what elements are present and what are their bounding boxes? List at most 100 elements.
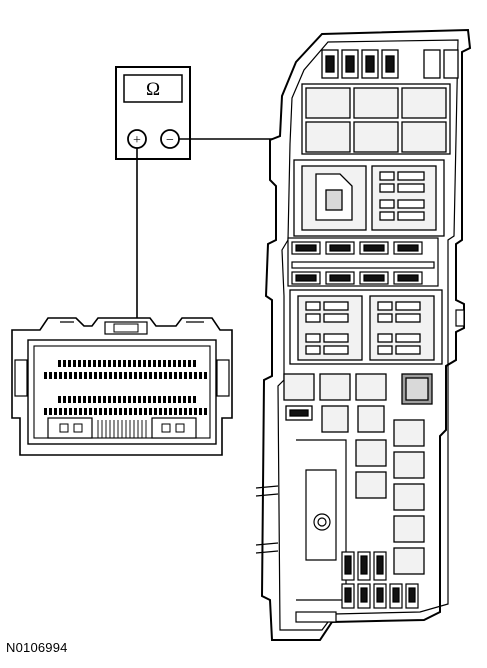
connector-pin bbox=[113, 396, 116, 403]
connector-pin bbox=[89, 408, 92, 415]
connector-pin bbox=[108, 396, 111, 403]
connector-pin bbox=[84, 372, 87, 379]
ohmmeter: Ω + − bbox=[115, 66, 191, 160]
connector-pin bbox=[69, 408, 72, 415]
connector-pin bbox=[169, 408, 172, 415]
connector-pin bbox=[193, 396, 196, 403]
connector-pin bbox=[189, 408, 192, 415]
connector-pin bbox=[73, 360, 76, 367]
connector-pin bbox=[103, 396, 106, 403]
connector-pin bbox=[153, 360, 156, 367]
connector-pin bbox=[168, 360, 171, 367]
connector-pin bbox=[89, 372, 92, 379]
connector-pin bbox=[174, 372, 177, 379]
connector-pin bbox=[103, 360, 106, 367]
connector-pin bbox=[178, 396, 181, 403]
connector-pin bbox=[64, 408, 67, 415]
connector-pin bbox=[139, 372, 142, 379]
connector-pin bbox=[104, 372, 107, 379]
connector-pin bbox=[143, 396, 146, 403]
connector-pin bbox=[194, 372, 197, 379]
connector-pin bbox=[123, 396, 126, 403]
fuse-box-small-relays bbox=[283, 373, 433, 575]
fuse-box-relay-blocks-mid bbox=[293, 159, 445, 237]
connector-pin bbox=[184, 372, 187, 379]
connector-pin bbox=[129, 408, 132, 415]
connector-pin bbox=[94, 372, 97, 379]
figure-id: N0106994 bbox=[6, 640, 68, 655]
connector-pin bbox=[134, 408, 137, 415]
connector-pin bbox=[194, 408, 197, 415]
connector-pin bbox=[133, 396, 136, 403]
fuse-box-bottom-area bbox=[295, 439, 419, 623]
connector-pin bbox=[178, 360, 181, 367]
connector-pin bbox=[78, 396, 81, 403]
connector-pin bbox=[124, 408, 127, 415]
connector-pin bbox=[83, 396, 86, 403]
connector-pin bbox=[128, 396, 131, 403]
connector-pin bbox=[44, 408, 47, 415]
connector-pin bbox=[193, 360, 196, 367]
connector-pin bbox=[49, 408, 52, 415]
connector-pin bbox=[154, 408, 157, 415]
connector-pin bbox=[119, 408, 122, 415]
connector-pin bbox=[149, 408, 152, 415]
connector-pin bbox=[73, 396, 76, 403]
connector-pin bbox=[139, 408, 142, 415]
connector-pin bbox=[154, 372, 157, 379]
connector-pin bbox=[58, 360, 61, 367]
connector-pin bbox=[179, 372, 182, 379]
connector-pin bbox=[64, 372, 67, 379]
connector-pin bbox=[98, 396, 101, 403]
connector-pin bbox=[199, 408, 202, 415]
connector-pin bbox=[118, 360, 121, 367]
connector-pin bbox=[54, 408, 57, 415]
connector-pin bbox=[88, 396, 91, 403]
connector-pin bbox=[79, 372, 82, 379]
connector-pin bbox=[163, 360, 166, 367]
connector-pin bbox=[159, 408, 162, 415]
connector-pin bbox=[109, 372, 112, 379]
negative-terminal-symbol: − bbox=[166, 133, 174, 148]
connector-pin bbox=[74, 372, 77, 379]
connector-pin bbox=[119, 372, 122, 379]
connector-pin bbox=[78, 360, 81, 367]
connector-pin bbox=[183, 396, 186, 403]
connector-pin bbox=[83, 360, 86, 367]
connector-pin bbox=[123, 360, 126, 367]
connector-pin bbox=[148, 396, 151, 403]
connector-pin bbox=[59, 408, 62, 415]
connector-pin bbox=[143, 360, 146, 367]
connector-pin bbox=[183, 360, 186, 367]
positive-terminal-symbol: + bbox=[133, 133, 141, 148]
connector-pin bbox=[59, 372, 62, 379]
connector-pin bbox=[114, 408, 117, 415]
connector-pin bbox=[144, 408, 147, 415]
connector-pin bbox=[54, 372, 57, 379]
connector-pin bbox=[93, 360, 96, 367]
connector-pin bbox=[144, 372, 147, 379]
connector-pin bbox=[188, 360, 191, 367]
connector-pin-rows bbox=[44, 360, 207, 415]
connector-pin bbox=[173, 360, 176, 367]
connector-pin bbox=[204, 408, 207, 415]
connector-pin bbox=[148, 360, 151, 367]
connector-pin bbox=[158, 360, 161, 367]
connector-pin bbox=[109, 408, 112, 415]
connector-pin bbox=[164, 408, 167, 415]
connector-pin bbox=[128, 360, 131, 367]
connector-pin bbox=[69, 372, 72, 379]
ohmmeter-display bbox=[123, 74, 183, 103]
connector-pin bbox=[68, 360, 71, 367]
connector-pin bbox=[99, 372, 102, 379]
connector-pin bbox=[99, 408, 102, 415]
connector-pin bbox=[133, 360, 136, 367]
connector-pin bbox=[153, 396, 156, 403]
connector-pin bbox=[114, 372, 117, 379]
connector-pin bbox=[129, 372, 132, 379]
connector-pin bbox=[84, 408, 87, 415]
connector-pin bbox=[124, 372, 127, 379]
connector-pin bbox=[63, 396, 66, 403]
connector bbox=[11, 317, 233, 456]
connector-pin bbox=[44, 372, 47, 379]
